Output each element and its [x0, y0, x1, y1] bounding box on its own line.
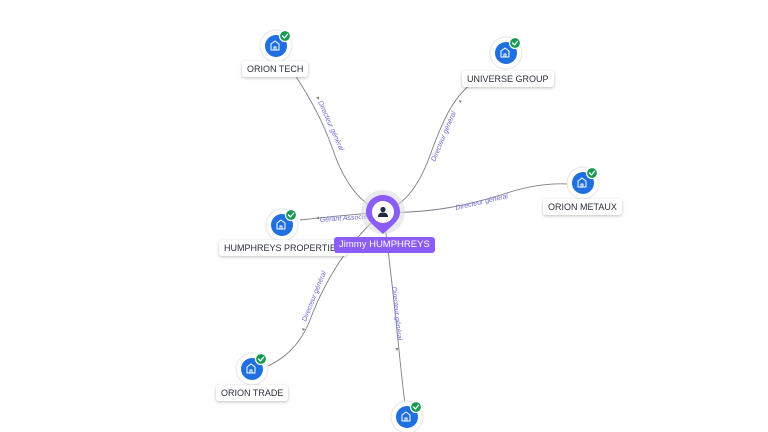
edge-orion-trade: [267, 211, 384, 367]
building-icon: [577, 177, 587, 188]
verified-check-icon: [585, 166, 599, 180]
person-node-center[interactable]: [361, 190, 405, 234]
verified-check-icon: [409, 400, 423, 414]
verified-check-icon: [284, 208, 298, 222]
edge-label-humphreys-properties: Gérant Associé: [320, 214, 368, 224]
company-nodes: [235, 29, 600, 432]
company-node-universe-group[interactable]: [489, 36, 523, 70]
edge-label-orion-tech: Directeur général: [316, 100, 344, 152]
arrow-marker: [302, 328, 305, 331]
person-label[interactable]: Jimmy HUMPHREYS: [334, 237, 435, 253]
company-node-orion-metaux[interactable]: [566, 166, 600, 200]
arrow-marker: [459, 100, 462, 103]
company-label-universe-group[interactable]: UNIVERSE GROUP: [462, 71, 554, 87]
company-node-orion-tech[interactable]: [259, 29, 293, 63]
edge-labels: Directeur général Directeur général Dire…: [301, 100, 509, 341]
arrow-marker: [395, 348, 399, 351]
building-icon: [270, 40, 280, 51]
arrow-marker: [316, 216, 319, 220]
edge-universe-group: [382, 79, 477, 213]
verified-check-icon: [278, 29, 292, 43]
edge-label-orion-trade: Directeur général: [301, 270, 328, 323]
company-node-orion-trade[interactable]: [235, 352, 269, 386]
company-node-bottom-company[interactable]: [390, 400, 424, 432]
building-icon: [500, 47, 510, 58]
edge-label-orion-metaux: Directeur général: [455, 193, 509, 212]
arrow-marker: [316, 96, 319, 100]
edge-orion-metaux: [382, 183, 569, 213]
company-label-humphreys-properties[interactable]: HUMPHREYS PROPERTIES: [219, 240, 347, 256]
company-label-orion-metaux[interactable]: ORION METAUX: [543, 199, 622, 215]
verified-check-icon: [254, 352, 268, 366]
company-label-orion-tech[interactable]: ORION TECH: [242, 61, 309, 77]
building-icon: [276, 219, 286, 230]
company-node-humphreys-properties[interactable]: [265, 208, 299, 242]
verified-check-icon: [508, 36, 522, 50]
company-label-orion-trade[interactable]: ORION TRADE: [216, 385, 289, 401]
edge-label-universe-group: Directeur général: [430, 110, 458, 163]
edge-arrows: [302, 96, 462, 351]
building-icon: [246, 363, 256, 374]
building-icon: [401, 411, 411, 422]
edge-label-bottom-company: Directeur général: [390, 286, 403, 341]
person-icon: [378, 206, 388, 217]
